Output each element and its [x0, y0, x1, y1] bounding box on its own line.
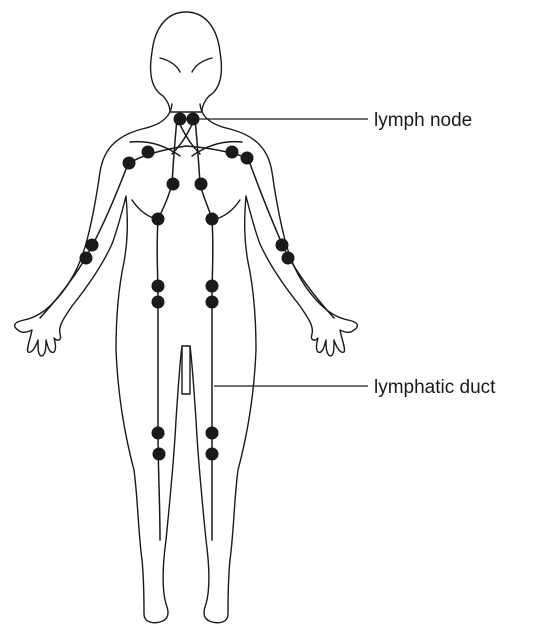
lymph-node-elbow-left-upper: [86, 239, 99, 252]
lymph-node-neck-right: [187, 113, 200, 126]
lymph-node-hip-right-lower: [206, 296, 219, 309]
lymph-node-shoulder-left-outer: [123, 157, 136, 170]
lymph-node-shoulder-right-inner: [226, 146, 239, 159]
lymph-node-shoulder-right-outer: [241, 152, 254, 165]
lymph-node-knee-right-lower: [206, 448, 219, 461]
lymph-node-chest-left: [167, 178, 180, 191]
lymph-node-torso-left: [152, 213, 165, 226]
inner-leg-gap: [182, 346, 190, 394]
lymph-node-chest-right: [195, 178, 208, 191]
lymph-node-hip-left-lower: [152, 296, 165, 309]
head-outline: [151, 12, 222, 112]
lymph-node-elbow-right-upper: [276, 239, 289, 252]
vessel-trunk-right: [200, 184, 213, 540]
lymph-node-hip-right-upper: [206, 280, 219, 293]
vessel-arm-left: [40, 164, 128, 318]
lymph-node-shoulder-left-inner: [142, 146, 155, 159]
lymph-node-knee-left-upper: [152, 427, 165, 440]
lymph-node-knee-right-upper: [206, 427, 219, 440]
lymph-node-elbow-left-lower: [80, 252, 93, 265]
lymphatic-vessels: [40, 118, 334, 540]
lymph-node-hip-left-upper: [152, 280, 165, 293]
body-outline: [15, 12, 358, 623]
hair-line-left: [160, 58, 180, 72]
lymph-node-neck-left: [174, 113, 187, 126]
lymph-node-knee-left-lower: [153, 448, 166, 461]
body-silhouette: [15, 104, 358, 623]
lymph-nodes: [80, 113, 295, 461]
hair-line-right: [192, 58, 212, 72]
lymph-node-elbow-right-lower: [282, 252, 295, 265]
lymph-node-torso-right: [206, 213, 219, 226]
lymph-node-label: lymph node: [374, 110, 472, 131]
lymphatic-duct-label: lymphatic duct: [374, 377, 496, 398]
vessel-trunk-left: [157, 184, 172, 540]
